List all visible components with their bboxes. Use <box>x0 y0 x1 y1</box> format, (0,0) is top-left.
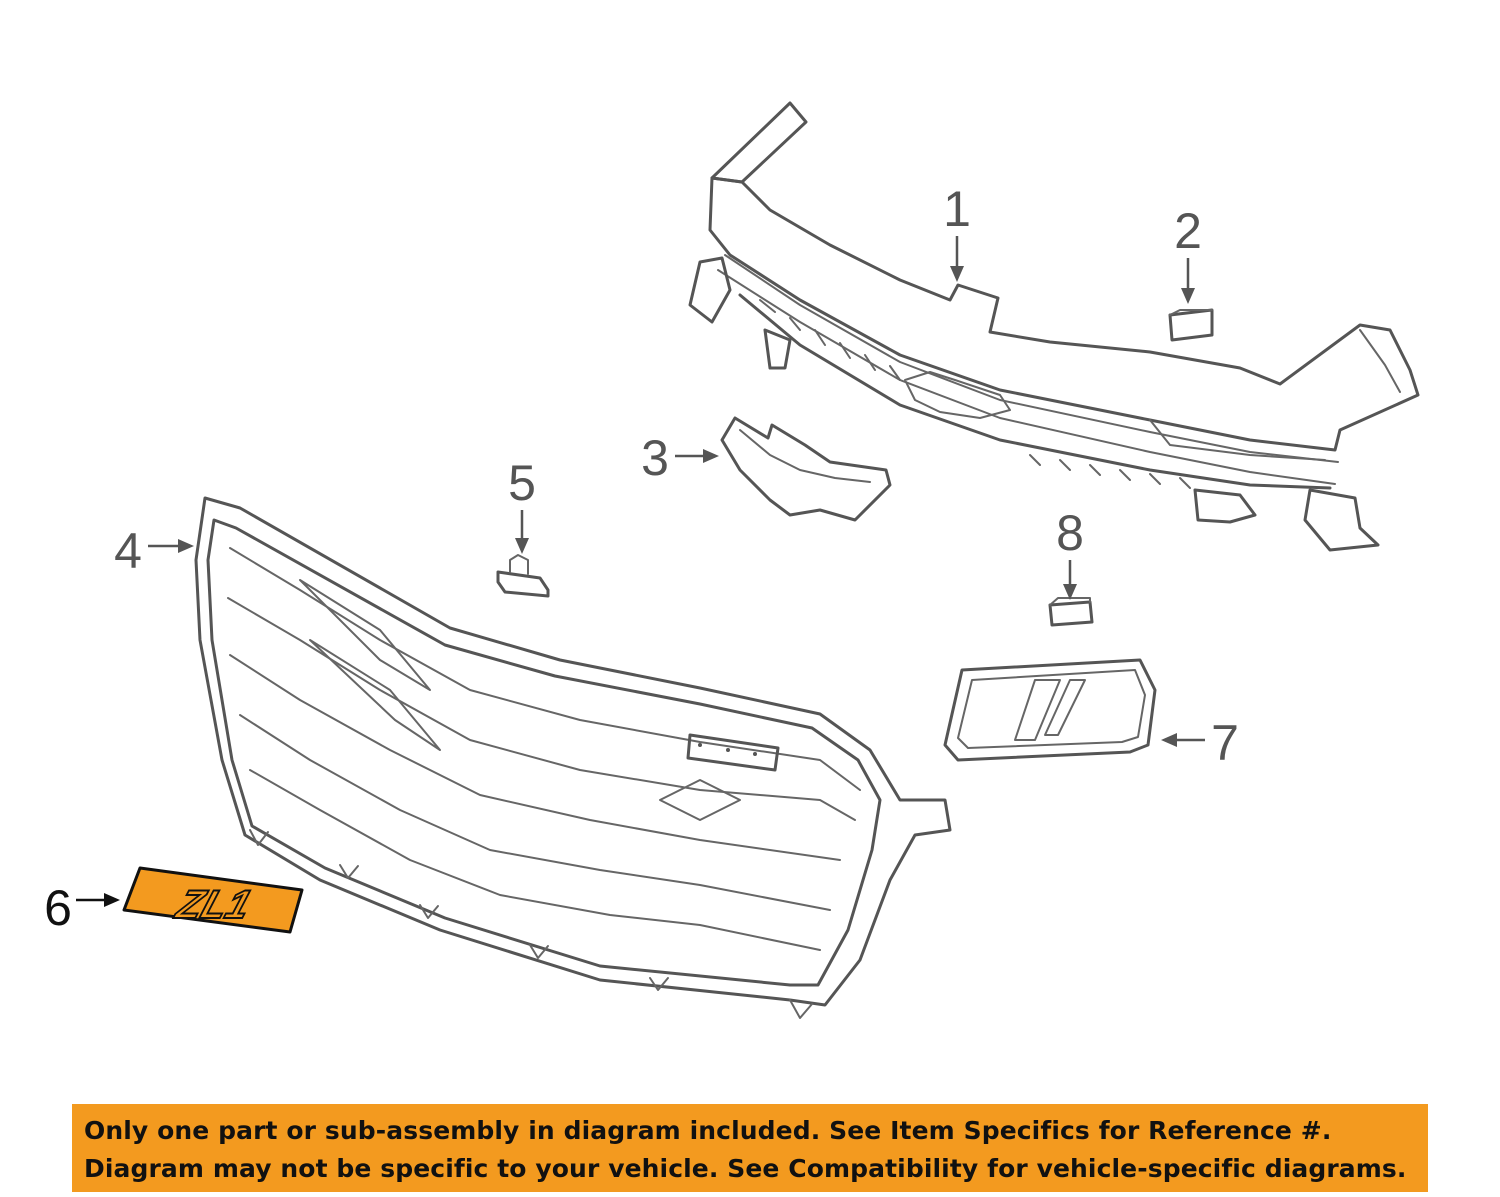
part-8-insert <box>1048 597 1094 627</box>
callout-4: 4 <box>114 523 194 579</box>
callout-7: 7 <box>1161 715 1239 771</box>
disclaimer-banner: Only one part or sub-assembly in diagram… <box>72 1104 1428 1192</box>
callout-number: 6 <box>44 880 72 936</box>
callout-number: 3 <box>641 430 669 486</box>
callout-6: 6 <box>44 880 120 936</box>
callout-1: 1 <box>943 181 971 282</box>
callout-2: 2 <box>1174 203 1202 304</box>
part-5-nut-clip <box>496 554 550 598</box>
part-3-bowtie-emblem <box>720 416 892 522</box>
callout-number: 5 <box>508 455 536 511</box>
part-2-clip <box>1168 308 1214 342</box>
callout-number: 8 <box>1056 505 1084 561</box>
callout-number: 4 <box>114 523 142 579</box>
callout-number: 1 <box>943 181 971 237</box>
part-4-grille <box>194 496 952 1019</box>
part-6-zl1-emblem: ZL1 <box>122 866 304 934</box>
parts-diagram: ZL1 1 2 3 4 5 6 <box>44 101 1420 1019</box>
disclaimer-line-2: Diagram may not be specific to your vehi… <box>84 1154 1407 1183</box>
callout-8: 8 <box>1056 505 1084 600</box>
disclaimer-line-1: Only one part or sub-assembly in diagram… <box>84 1116 1332 1145</box>
part-1-upper-grille-bar <box>688 101 1420 552</box>
callout-number: 2 <box>1174 203 1202 259</box>
callout-3: 3 <box>641 430 719 486</box>
part-7-bezel <box>943 658 1157 762</box>
zl1-emblem-text: ZL1 <box>170 882 257 927</box>
callout-5: 5 <box>508 455 536 554</box>
callout-number: 7 <box>1211 715 1239 771</box>
